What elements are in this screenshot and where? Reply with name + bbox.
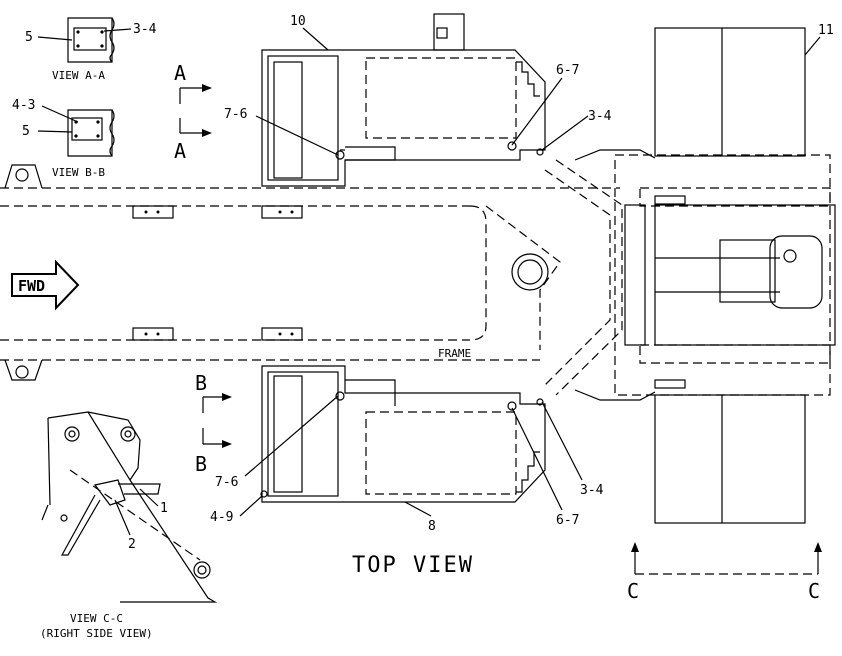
fwd-label: FWD bbox=[18, 277, 45, 295]
frame-label: FRAME bbox=[438, 347, 471, 360]
view-c-c-label-line2: (RIGHT SIDE VIEW) bbox=[40, 627, 153, 640]
callout-7-6-b: 7-6 bbox=[215, 475, 238, 490]
callout-4-9: 4-9 bbox=[210, 510, 233, 525]
view-c-c-detail bbox=[41, 411, 218, 603]
callout-8: 8 bbox=[428, 519, 436, 534]
callout-5-a: 5 bbox=[25, 30, 33, 45]
section-letter-c-left: C bbox=[627, 579, 639, 603]
callout-2: 2 bbox=[128, 537, 136, 552]
callout-5-b: 5 bbox=[22, 124, 30, 139]
section-arrow-b bbox=[202, 393, 232, 448]
callout-11: 11 bbox=[818, 23, 834, 38]
callout-6-7-b: 6-7 bbox=[556, 513, 579, 528]
section-arrow-a bbox=[179, 84, 212, 137]
view-a-a-label: VIEW A-A bbox=[52, 69, 105, 82]
rear-hitch-assembly bbox=[574, 149, 836, 401]
callout-3-4-b: 3-4 bbox=[588, 109, 612, 124]
section-letter-b-bottom: B bbox=[195, 452, 207, 476]
view-a-a-detail bbox=[37, 17, 132, 63]
view-b-b-label: VIEW B-B bbox=[52, 166, 105, 179]
section-letter-a-top: A bbox=[174, 61, 186, 85]
rear-wheels bbox=[654, 27, 806, 524]
fwd-arrow bbox=[11, 259, 80, 311]
callout-1: 1 bbox=[160, 501, 168, 516]
frame bbox=[0, 159, 623, 396]
section-letter-b-top: B bbox=[195, 371, 207, 395]
callout-10: 10 bbox=[290, 14, 306, 29]
lower-battery-box bbox=[260, 365, 546, 503]
top-view-title: TOP VIEW bbox=[352, 553, 474, 578]
section-arrow-c bbox=[631, 542, 822, 575]
upper-battery-box bbox=[261, 13, 546, 187]
view-c-c-label-line1: VIEW C-C bbox=[70, 612, 123, 625]
callout-3-4-a: 3-4 bbox=[133, 22, 157, 37]
section-letter-a-bottom: A bbox=[174, 139, 186, 163]
callout-7-6-a: 7-6 bbox=[224, 107, 247, 122]
callout-6-7-a: 6-7 bbox=[556, 63, 579, 78]
callout-4-3: 4-3 bbox=[12, 98, 35, 113]
view-b-b-detail bbox=[37, 105, 115, 157]
callout-3-4-c: 3-4 bbox=[580, 483, 604, 498]
section-letter-c-right: C bbox=[808, 579, 820, 603]
